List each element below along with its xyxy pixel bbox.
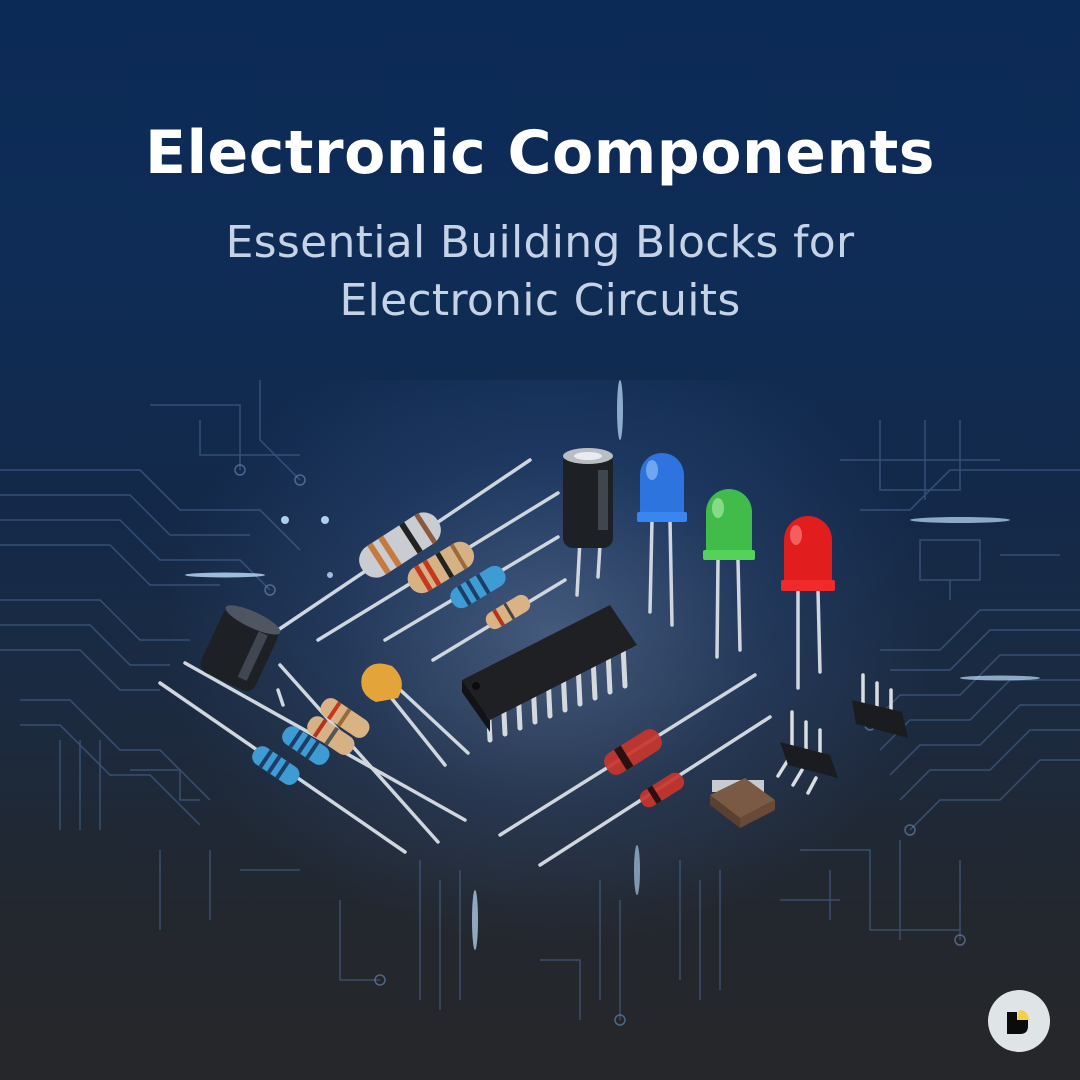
pin-header-1: [776, 710, 838, 795]
led-green: [703, 489, 755, 560]
header: Electronic Components Essential Building…: [0, 118, 1080, 330]
led-red: [781, 516, 835, 591]
smd-component: [710, 778, 775, 828]
dip-ic: [462, 605, 637, 743]
pin-header-2: [852, 673, 908, 738]
resistor-large: [359, 512, 441, 578]
circuit-board-background: [0, 380, 1080, 1026]
led-blue: [637, 453, 687, 522]
page-subtitle: Essential Building Blocks for Electronic…: [225, 217, 855, 326]
page-title: Electronic Components: [144, 118, 935, 188]
ceramic-capacitor: [361, 663, 402, 702]
brand-logo-icon: [1007, 1010, 1029, 1034]
electrolytic-capacitor-top: [563, 448, 613, 548]
brand-badge[interactable]: [988, 990, 1050, 1052]
